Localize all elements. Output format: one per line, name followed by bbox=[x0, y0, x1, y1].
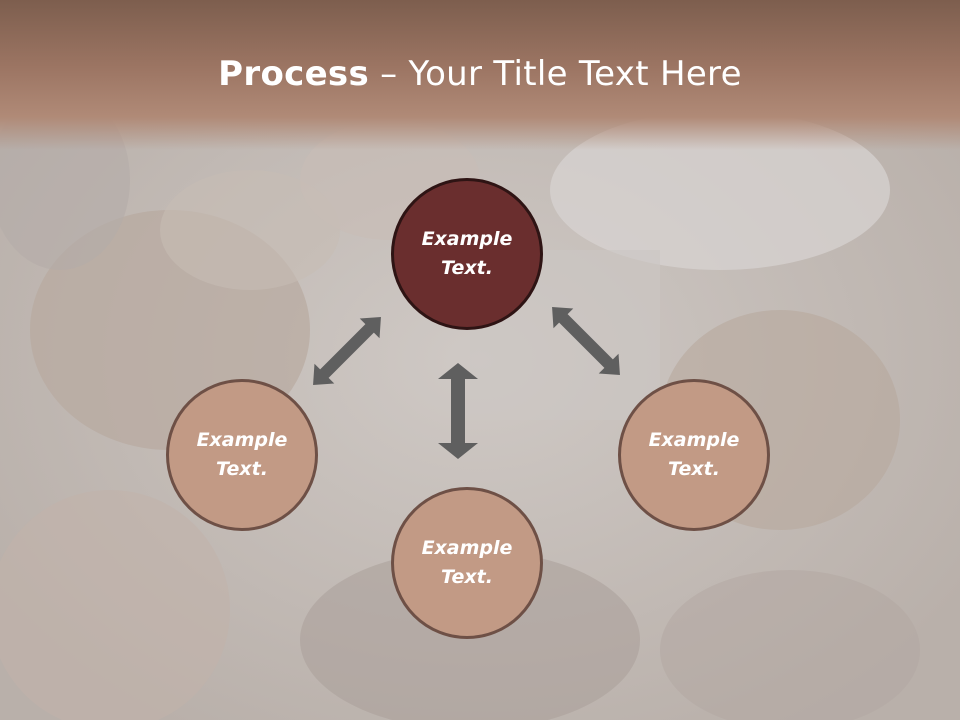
title-rest: – Your Title Text Here bbox=[369, 54, 742, 94]
node-label: Example Text. bbox=[196, 429, 288, 480]
double-arrow-icon bbox=[438, 363, 478, 459]
title-bar bbox=[0, 0, 960, 150]
process-node-left[interactable]: Example Text. bbox=[166, 379, 318, 531]
node-label: Example Text. bbox=[421, 228, 513, 279]
process-node-top[interactable]: Example Text. bbox=[391, 178, 543, 330]
node-label: Example Text. bbox=[648, 429, 740, 480]
slide-title: Process – Your Title Text Here bbox=[0, 52, 960, 96]
process-node-right[interactable]: Example Text. bbox=[618, 379, 770, 531]
process-node-bottom[interactable]: Example Text. bbox=[391, 487, 543, 639]
title-bold: Process bbox=[218, 54, 370, 94]
double-arrow-icon bbox=[313, 317, 381, 385]
node-label: Example Text. bbox=[421, 537, 513, 588]
double-arrow-icon bbox=[552, 307, 620, 375]
